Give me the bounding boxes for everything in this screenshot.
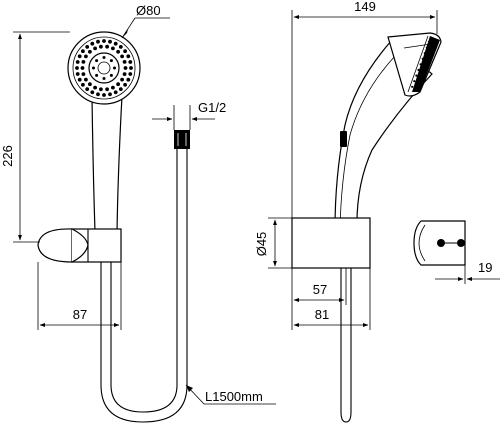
nozzle-dot	[113, 41, 118, 46]
side-view: 149 Ø45 57 81	[254, 0, 442, 423]
dim-57: 57	[291, 268, 347, 330]
wall-holder-front	[37, 228, 122, 263]
nozzle-dot	[126, 54, 131, 59]
nozzle-dot	[93, 46, 97, 51]
shower-handle	[91, 95, 123, 233]
nozzle-dot	[109, 73, 113, 77]
nozzle-dot	[108, 92, 112, 97]
nozzle-dot	[122, 72, 127, 76]
dim-holder-diameter: Ø45	[254, 217, 292, 269]
shower-hose	[100, 148, 188, 423]
nozzle-dot	[128, 60, 133, 64]
nozzle-dot	[108, 39, 112, 44]
nozzle-dot	[411, 85, 414, 88]
dim-81-label: 81	[315, 307, 329, 322]
nozzle-dot	[113, 90, 118, 95]
nozzle-dot	[75, 66, 79, 70]
nozzle-dot	[120, 77, 124, 82]
nozzle-dot	[122, 60, 127, 64]
nozzle-dot	[118, 45, 123, 49]
nozzle-dot	[421, 57, 424, 60]
nozzle-dot	[96, 92, 100, 97]
dim-thread: G1/2	[152, 100, 226, 130]
nozzle-dot	[81, 72, 86, 76]
nozzle-dot	[425, 46, 428, 49]
nozzle-dot	[123, 66, 128, 70]
nozzle-dot	[413, 80, 416, 83]
nozzle-dot	[92, 66, 95, 70]
nozzle-dot	[96, 39, 100, 44]
nozzle-dot	[102, 93, 106, 97]
dim-149-label: 149	[354, 0, 376, 14]
dim-head-diameter: Ø80	[121, 3, 170, 39]
nozzle-dot	[111, 85, 115, 90]
nozzle-dot	[102, 77, 106, 80]
nozzle-dot	[84, 54, 88, 59]
nozzle-dot	[84, 77, 88, 82]
dim-head-diameter-label: Ø80	[136, 3, 161, 18]
wall-holder-side	[291, 217, 371, 269]
nozzle-dot	[419, 63, 422, 66]
dim-57-label: 57	[313, 282, 327, 297]
dim-height-label: 226	[0, 145, 15, 167]
nozzle-dot	[120, 54, 124, 59]
nozzle-dot	[113, 66, 116, 70]
nozzle-dot	[109, 59, 113, 63]
nozzle-dot	[95, 73, 99, 77]
hose-connector-nut	[174, 130, 190, 149]
nozzle-dot	[118, 87, 123, 91]
nozzle-dot	[102, 39, 106, 43]
nozzle-dot	[93, 85, 97, 90]
nozzle-dot	[80, 66, 85, 70]
nozzle-dot	[77, 77, 82, 82]
nozzle-dot	[123, 49, 127, 54]
nozzle-dot	[81, 82, 85, 87]
dim-bracket-width-label: 19	[478, 260, 492, 275]
nozzle-dot	[105, 87, 109, 92]
nozzle-dot	[75, 60, 80, 64]
bracket-detail-view: 19	[413, 220, 500, 284]
nozzle-dot	[116, 49, 120, 54]
nozzle-dot	[415, 74, 418, 77]
nozzle-dot	[116, 82, 120, 87]
nozzle-dot	[105, 44, 109, 49]
nozzle-dot	[99, 87, 103, 92]
dim-hose-length-label: L1500mm	[205, 389, 263, 404]
nozzle-dot	[90, 90, 95, 95]
shower-head-front	[67, 31, 141, 105]
nozzle-dot	[85, 45, 90, 49]
nozzle-dot	[99, 44, 103, 49]
front-view: Ø80 226 G1/2 87 L1500	[0, 3, 276, 423]
nozzle-dot	[81, 60, 86, 64]
nozzle-dot	[129, 66, 133, 70]
dim-height: 226	[0, 31, 70, 243]
nozzle-dot	[128, 72, 133, 76]
nozzle-dot	[111, 46, 115, 51]
nozzle-dot	[95, 59, 99, 63]
nozzle-dot	[88, 49, 92, 54]
nozzle-dot	[85, 87, 90, 91]
dim-holder-diameter-label: Ø45	[254, 232, 269, 257]
dim-149: 149	[291, 0, 438, 218]
dim-thread-label: G1/2	[198, 100, 226, 115]
nozzle-dot	[75, 72, 80, 76]
hose-connection-tab	[340, 131, 347, 147]
dim-hose-length: L1500mm	[185, 384, 276, 405]
nozzle-dot	[90, 41, 95, 46]
nozzle-dot	[427, 40, 431, 44]
nozzle-dot	[77, 54, 82, 59]
nozzle-dot	[88, 82, 92, 87]
dim-81: 81	[293, 268, 371, 330]
dim-87: 87	[37, 262, 122, 330]
nozzle-dot	[81, 49, 85, 54]
nozzle-dot	[126, 77, 131, 82]
nozzle-dot	[123, 82, 127, 87]
dim-87-label: 87	[73, 307, 87, 322]
nozzle-dot	[102, 56, 106, 59]
shower-head-side	[387, 32, 442, 97]
nozzle-dot	[417, 68, 420, 72]
nozzle-dot	[423, 52, 426, 55]
